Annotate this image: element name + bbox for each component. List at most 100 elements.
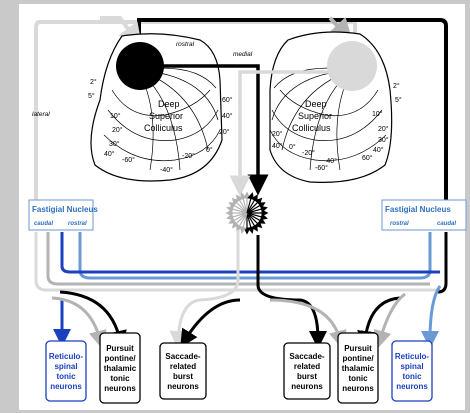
svg-text:2°: 2° [90,78,97,86]
starburst-ray [228,202,248,214]
neuron-boxes: Reticulo-spinaltonicneuronsPursuitpontin… [45,332,433,404]
neuron-label-line: Saccade- [165,352,200,361]
medial-label: medial [233,51,253,58]
fastigial-nucleus-right: Fastigial Nucleus rostral caudal [381,199,467,231]
right-sc-line3: Colliculus [292,123,331,133]
neuron-label-line: tonic [402,372,422,381]
neuron-label-line: tonic [110,374,130,383]
fastigial-nucleus-left: Fastigial Nucleus caudal rostral [28,199,98,231]
svg-text:10°: 10° [372,110,383,118]
starburst-ray [246,197,263,214]
starburst-ray [246,212,255,234]
neuron-label-line: neurons [396,382,428,391]
svg-text:-40°: -40° [324,157,337,165]
left-superior-colliculus [90,33,223,182]
svg-text:caudal: caudal [34,221,53,227]
svg-text:40°: 40° [373,146,384,154]
rostral-label: rostral [176,41,195,48]
neuron-label-line: thalamic [104,364,137,373]
svg-text:0°: 0° [206,146,213,154]
svg-text:2°: 2° [393,82,400,90]
starburst-ray [226,212,248,221]
neuron-label-line: Pursuit [344,344,372,353]
output-pathways [34,230,448,349]
left-sc-line1: Deep [158,99,180,109]
svg-text:20°: 20° [272,130,283,138]
right-map-ticks: 2° 5° 10° 20° 30° 40° 60° -40° -20° 0° 2… [272,82,402,172]
svg-text:5°: 5° [88,92,95,100]
starburst-ray [246,212,268,221]
neuron-label-line: Reticulo- [395,352,430,361]
neuron-label-line: Pursuit [106,344,134,353]
starburst-ray [231,197,248,214]
right-sc-line1: Deep [305,99,327,109]
neuron-label-line: spinal [54,362,77,371]
left-map-ticks: 2° 5° 10° 20° 30° 40° -60° -40° -20° 0° … [88,78,233,174]
starburst-ray [228,212,248,224]
svg-text:60°: 60° [362,154,373,162]
starburst-ray [236,194,248,214]
left-sc-line3: Colliculus [144,123,183,133]
neuron-label-line: neurons [50,382,82,391]
svg-text:20°: 20° [378,125,389,133]
neuron-label-line: neurons [342,384,374,393]
neuron-label-line: tonic [348,374,368,383]
svg-text:60°: 60° [222,96,233,104]
right-superior-colliculus [269,31,393,183]
starburst-ray [236,212,248,232]
lateral-label: lateral [32,111,50,118]
gray-crossing-pathway [229,70,330,197]
black-crossing-pathway [160,64,269,196]
starburst-ray [231,212,248,229]
starburst-ray [246,212,263,229]
neuron-label-line: related [170,362,196,371]
neuron-label-line: Saccade- [289,352,324,361]
svg-text:-60°: -60° [122,156,135,164]
svg-text:40°: 40° [222,112,233,120]
svg-text:30°: 30° [109,140,120,148]
svg-text:-40°: -40° [160,166,173,174]
neuron-label-line: related [294,362,320,371]
neuron-label-line: spinal [400,362,423,371]
starburst-ray [246,202,266,214]
neuron-label-line: tonic [56,372,76,381]
svg-text:Fastigial Nucleus: Fastigial Nucleus [385,205,451,214]
svg-text:-20°: -20° [302,149,315,157]
outer-loop-black [137,18,448,200]
svg-text:-60°: -60° [315,164,328,172]
svg-text:Fastigial Nucleus: Fastigial Nucleus [32,205,98,214]
svg-text:rostral: rostral [390,221,409,227]
starburst-ray [246,194,258,214]
top-gray-arrow-right [328,16,354,43]
svg-text:30°: 30° [378,136,389,144]
neuron-label-line: burst [173,372,193,381]
starburst-ray [246,212,266,224]
neuron-label-line: burst [297,372,317,381]
svg-text:40°: 40° [272,142,283,150]
neuron-label-line: Reticulo- [49,352,84,361]
svg-text:20°: 20° [112,126,123,134]
neuron-label-line: neurons [167,382,199,391]
starburst-ray [246,212,258,232]
starburst-ray [239,212,248,234]
right-sc-line2: Superior [298,111,332,121]
starburst-ray [246,192,255,214]
svg-text:20°: 20° [219,128,230,136]
target-starburst [225,191,269,235]
svg-text:0°: 0° [289,143,296,151]
svg-text:40°: 40° [104,150,115,158]
neuron-label-line: thalamic [342,364,375,373]
neuron-label-line: neurons [291,382,323,391]
svg-text:rostral: rostral [68,221,87,227]
starburst-ray [239,192,248,214]
svg-text:5°: 5° [395,96,402,104]
neuron-label-line: pontine/ [104,354,136,363]
